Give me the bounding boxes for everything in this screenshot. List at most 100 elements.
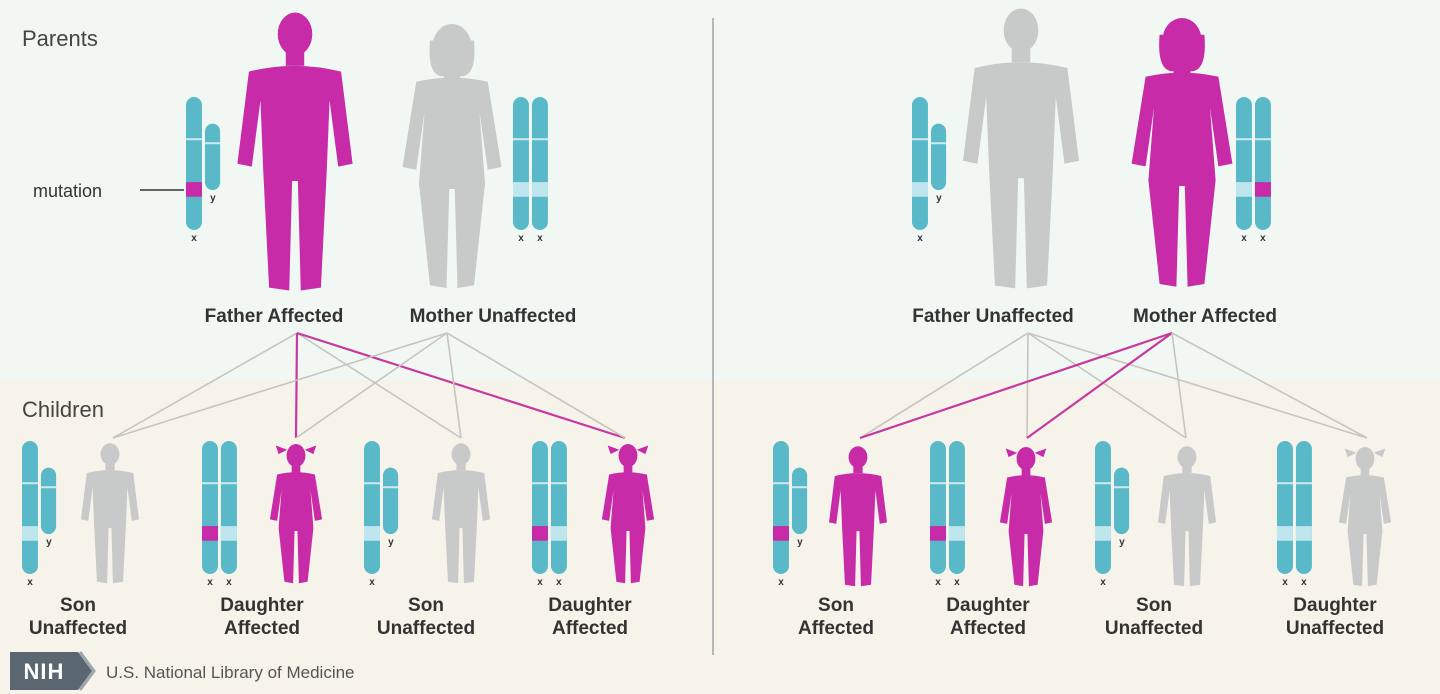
mutation-band xyxy=(1254,182,1271,197)
x-chromosome: x xyxy=(513,97,529,244)
father-figure-head xyxy=(277,12,313,56)
son-figure xyxy=(81,443,139,584)
child-caption: Affected xyxy=(950,618,1026,639)
child-caption: Affected xyxy=(224,618,300,639)
inheritance-lines xyxy=(112,331,1368,440)
inheritance-line-unaffected xyxy=(1171,332,1368,439)
y-chromosome-body xyxy=(204,123,221,191)
gene-band xyxy=(531,182,548,197)
x-chromosome-body xyxy=(220,441,237,574)
x-label: x xyxy=(556,577,562,588)
mother-figure-hair xyxy=(1159,34,1205,72)
child-caption: Daughter xyxy=(946,595,1030,616)
child-caption: Daughter xyxy=(220,595,304,616)
centromere xyxy=(930,142,947,145)
daughter-figure-pigtails xyxy=(607,445,649,455)
x-chromosome: x xyxy=(532,441,548,588)
son-figure-body xyxy=(1158,473,1216,587)
inheritance-line-unaffected xyxy=(295,332,448,439)
son-figure-head xyxy=(1177,446,1197,469)
son-figure-body xyxy=(81,470,139,584)
parent-caption-mother-right: Mother Affected xyxy=(1133,306,1277,327)
nih-footer-text[interactable]: U.S. National Library of Medicine xyxy=(106,663,355,682)
gene-band xyxy=(1295,526,1312,541)
child-captions: Son Unaffected Daughter Affected Son Una… xyxy=(29,595,1384,639)
y-label: y xyxy=(936,193,942,204)
child-caption: Son xyxy=(1136,595,1172,616)
daughter-figure xyxy=(999,447,1053,587)
daughter-figure-body xyxy=(1338,475,1392,587)
father-chromosomes: xy xyxy=(912,97,947,244)
child-caption: Unaffected xyxy=(377,618,475,639)
y-chromosome-body xyxy=(791,467,808,535)
x-chromosome: x xyxy=(1236,97,1252,244)
daughter-figure-head xyxy=(286,444,306,468)
y-chromosome-body xyxy=(1113,467,1130,535)
x-chromosome: x xyxy=(202,441,218,588)
centromere xyxy=(204,142,221,145)
x-chromosome: x xyxy=(930,441,946,588)
centromere xyxy=(382,486,399,489)
x-chromosome-body xyxy=(550,441,567,574)
mother-figure-neck xyxy=(443,65,461,79)
centromere xyxy=(364,482,380,485)
father-figure-neck xyxy=(1011,47,1031,63)
child-caption: Son xyxy=(408,595,444,616)
daughter-figure-head xyxy=(1016,447,1036,471)
x-label: x xyxy=(537,577,543,588)
centromere xyxy=(40,486,57,489)
x-chromosome-body xyxy=(948,441,965,574)
daughter-figure-pigtails xyxy=(275,445,317,455)
x-chromosome: x xyxy=(948,441,965,588)
inheritance-line-unaffected xyxy=(296,332,462,439)
son-figure-head xyxy=(451,443,471,466)
x-chromosome-body xyxy=(364,441,380,574)
child-caption: Unaffected xyxy=(1105,618,1203,639)
daughter-figure-neck xyxy=(623,465,633,473)
x-label: x xyxy=(917,233,923,244)
x-chromosome: x xyxy=(1295,441,1312,588)
mother-figure xyxy=(402,24,502,288)
daughter-figure xyxy=(269,444,323,584)
centromere xyxy=(531,138,548,141)
x-chromosome: x xyxy=(773,441,789,588)
daughter-figure-body xyxy=(999,475,1053,587)
x-label: x xyxy=(954,577,960,588)
father-figure-head xyxy=(1003,8,1039,53)
son-figure-head xyxy=(848,446,868,469)
centromere xyxy=(912,138,928,141)
inheritance-line-unaffected xyxy=(859,332,1029,439)
x-chromosome-body xyxy=(513,97,529,230)
child-caption: Affected xyxy=(798,618,874,639)
centromere xyxy=(550,482,567,485)
x-label: x xyxy=(1282,577,1288,588)
daughter-figure-body xyxy=(269,472,323,584)
inheritance-line-unaffected xyxy=(112,332,298,439)
nih-logo[interactable]: NIH xyxy=(10,651,96,691)
inheritance-line-unaffected xyxy=(1027,332,1187,439)
x-chromosome-body xyxy=(186,97,202,230)
nih-logo-text: NIH xyxy=(24,659,65,684)
x-label: x xyxy=(1260,233,1266,244)
y-chromosome-body xyxy=(40,467,57,535)
mother-figure-hair xyxy=(429,40,475,77)
centromere xyxy=(513,138,529,141)
mother-figure-body xyxy=(402,77,502,288)
inheritance-line-unaffected xyxy=(446,332,626,439)
gene-band xyxy=(220,526,237,541)
centromere xyxy=(1095,482,1111,485)
centromere xyxy=(220,482,237,485)
daughter-figure-pigtails xyxy=(1344,448,1386,458)
son-chromosomes: xy xyxy=(22,441,57,588)
y-label: y xyxy=(797,537,803,548)
x-chromosome-body xyxy=(202,441,218,574)
x-chromosome: x xyxy=(364,441,380,588)
x-label: x xyxy=(1301,577,1307,588)
x-label: x xyxy=(537,233,543,244)
inheritance-line-affected xyxy=(294,332,299,439)
